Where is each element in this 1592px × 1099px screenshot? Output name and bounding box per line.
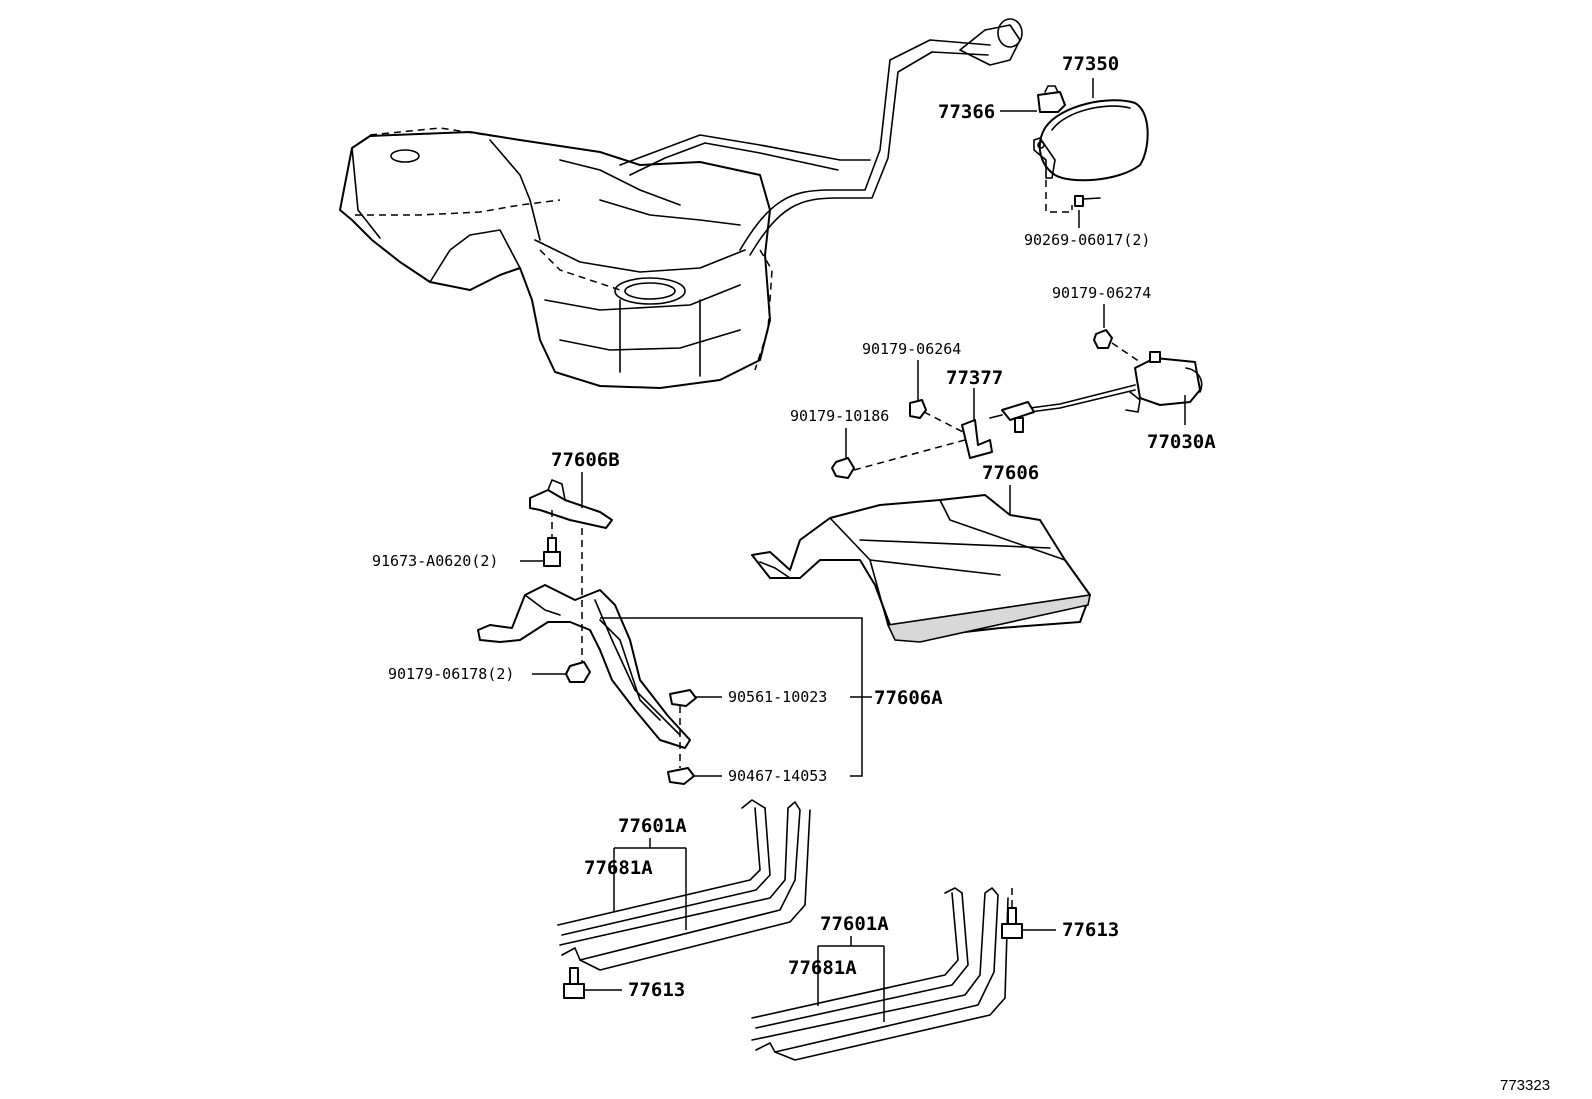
fuel-tank-band-right: [751, 887, 1009, 1061]
label-77350: 77350: [1062, 53, 1119, 75]
protector-bracket-b: [529, 479, 613, 529]
label-77030A: 77030A: [1147, 431, 1216, 453]
label-77377: 77377: [946, 367, 1003, 389]
bracket-nut-upper: [909, 399, 927, 419]
tank-protector: [751, 494, 1092, 643]
label-77681A-right: 77681A: [788, 957, 857, 979]
label-90179-06264: 90179-06264: [862, 340, 961, 358]
bracket-nut-lower: [831, 457, 855, 479]
fuel-tank: [339, 18, 1023, 389]
label-90269-06017: 90269-06017(2): [1024, 231, 1150, 249]
label-77606: 77606: [982, 462, 1039, 484]
band-bolt-right: [1001, 907, 1023, 939]
label-77613-left: 77613: [628, 979, 685, 1001]
bracket-nut: [565, 661, 591, 683]
lid-screw: [1074, 195, 1101, 207]
label-77606B: 77606B: [551, 449, 620, 471]
clip-upper: [669, 689, 697, 707]
label-90467-14053: 90467-14053: [728, 767, 827, 785]
label-90179-06274: 90179-06274: [1052, 284, 1151, 302]
label-77601A-right: 77601A: [820, 913, 889, 935]
opener-bracket: [961, 419, 993, 459]
lid-opener: [989, 351, 1203, 433]
lid-hinge-clip: [1037, 85, 1066, 113]
label-77606A: 77606A: [874, 687, 943, 709]
fuel-tank-band-left: [557, 799, 811, 971]
label-77366: 77366: [938, 101, 995, 123]
label-90179-10186: 90179-10186: [790, 407, 889, 425]
fuel-lid: [1038, 99, 1149, 182]
protector-a: [477, 584, 691, 749]
label-77601A-left: 77601A: [618, 815, 687, 837]
label-77613-right: 77613: [1062, 919, 1119, 941]
label-91673-A0620: 91673-A0620(2): [372, 552, 498, 570]
label-90179-06178: 90179-06178(2): [388, 665, 514, 683]
band-bolt-left: [563, 967, 585, 999]
label-90561-10023: 90561-10023: [728, 688, 827, 706]
opener-nut-top: [1093, 329, 1113, 349]
lid-hinge-arm: [1033, 137, 1056, 179]
label-77681A-left: 77681A: [584, 857, 653, 879]
diagram-ref-number: 773323: [1500, 1077, 1550, 1094]
clip-lower: [667, 767, 695, 785]
bracket-bolt: [543, 537, 561, 567]
